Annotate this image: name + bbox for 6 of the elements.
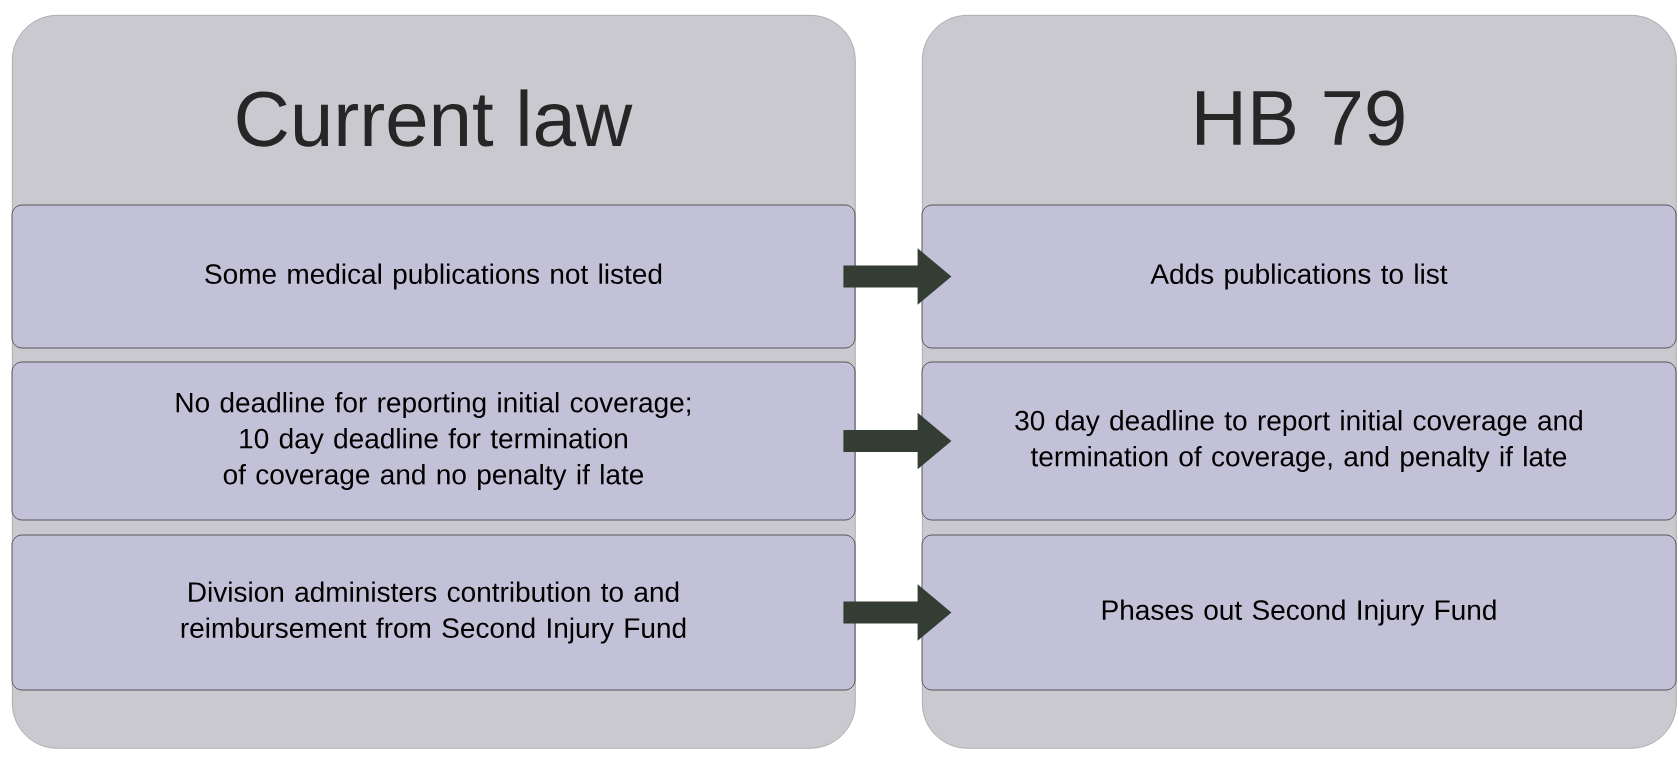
text-box: Division administers contribution to and reimbursement from Second Injury Fund [11,534,856,691]
text-box: Adds publications to list [921,204,1677,349]
text-box: Some medical publications not listed [11,204,856,349]
text-box: Phases out Second Injury Fund [921,534,1677,691]
text-box: No deadline for reporting initial coverage; 10 day deadline for termination of coverage and no penalty if late [11,361,856,521]
text-box: 30 day deadline to report initial coverage and termination of coverage, and penalty if late [921,361,1677,521]
